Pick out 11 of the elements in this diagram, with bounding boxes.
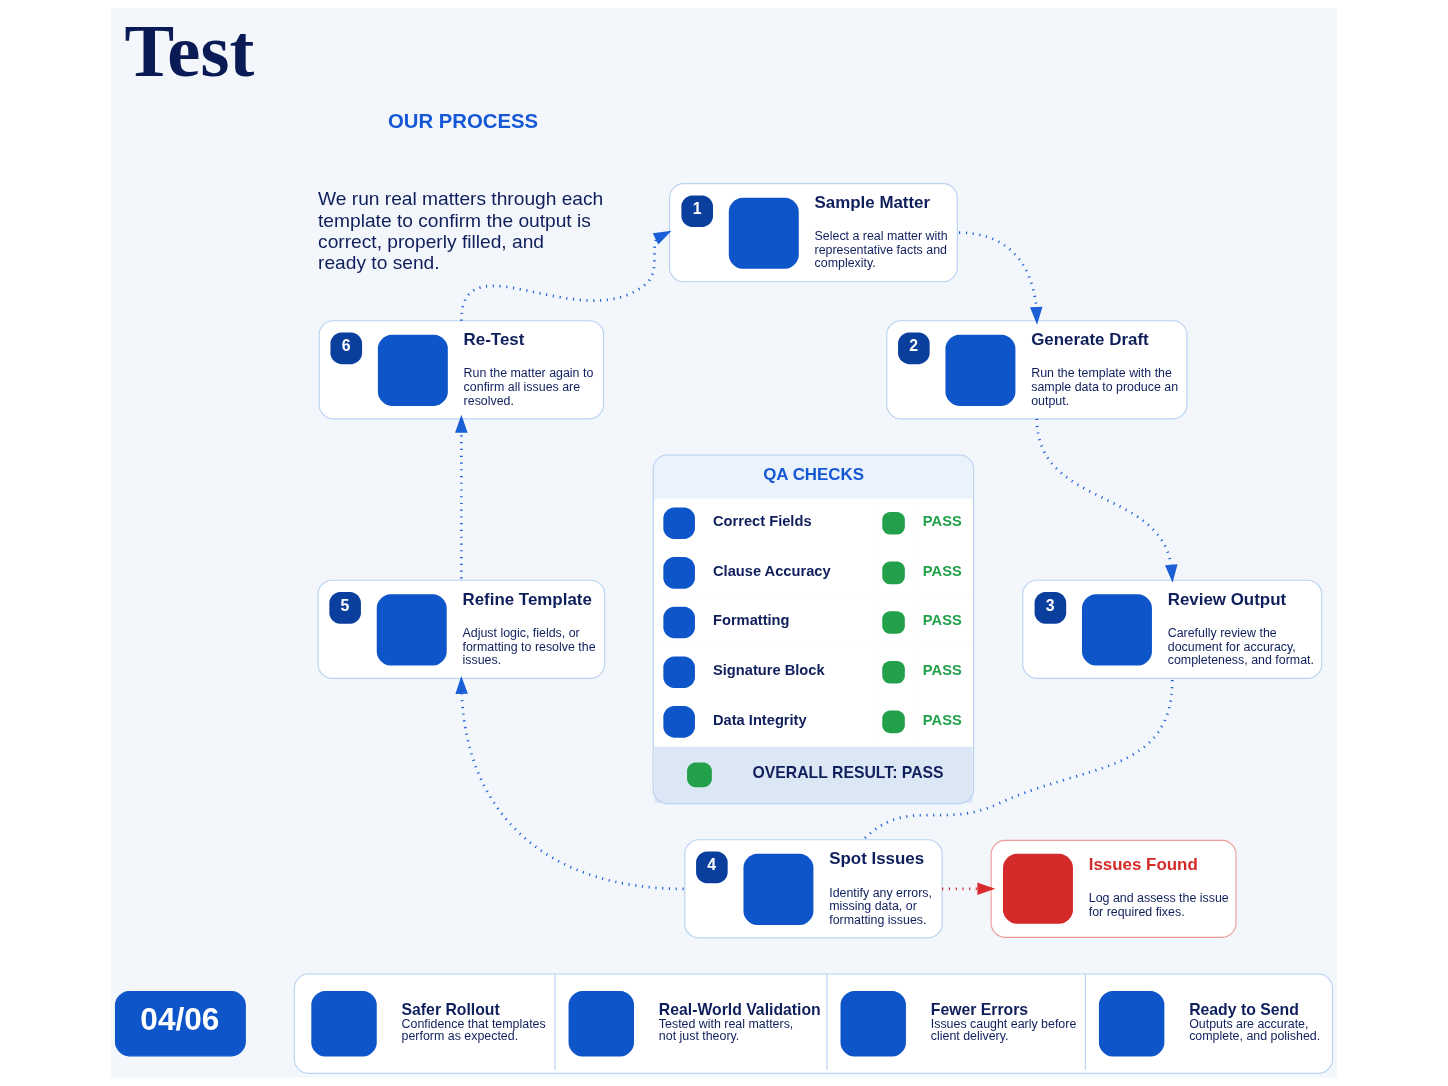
arrow [455, 676, 684, 891]
label: OUR PROCESS [388, 110, 539, 133]
arrow [1035, 418, 1178, 583]
diagram-title: Test [124, 9, 255, 92]
arrow [942, 882, 996, 896]
node-box: 04/06 [114, 990, 246, 1057]
label: We run real matters through each template to confirm the output is correct, properly filled, and ready to send. [318, 188, 604, 274]
arrow [958, 231, 1043, 325]
connector [862, 680, 1174, 841]
arrow [460, 230, 672, 321]
arrow [455, 414, 468, 579]
